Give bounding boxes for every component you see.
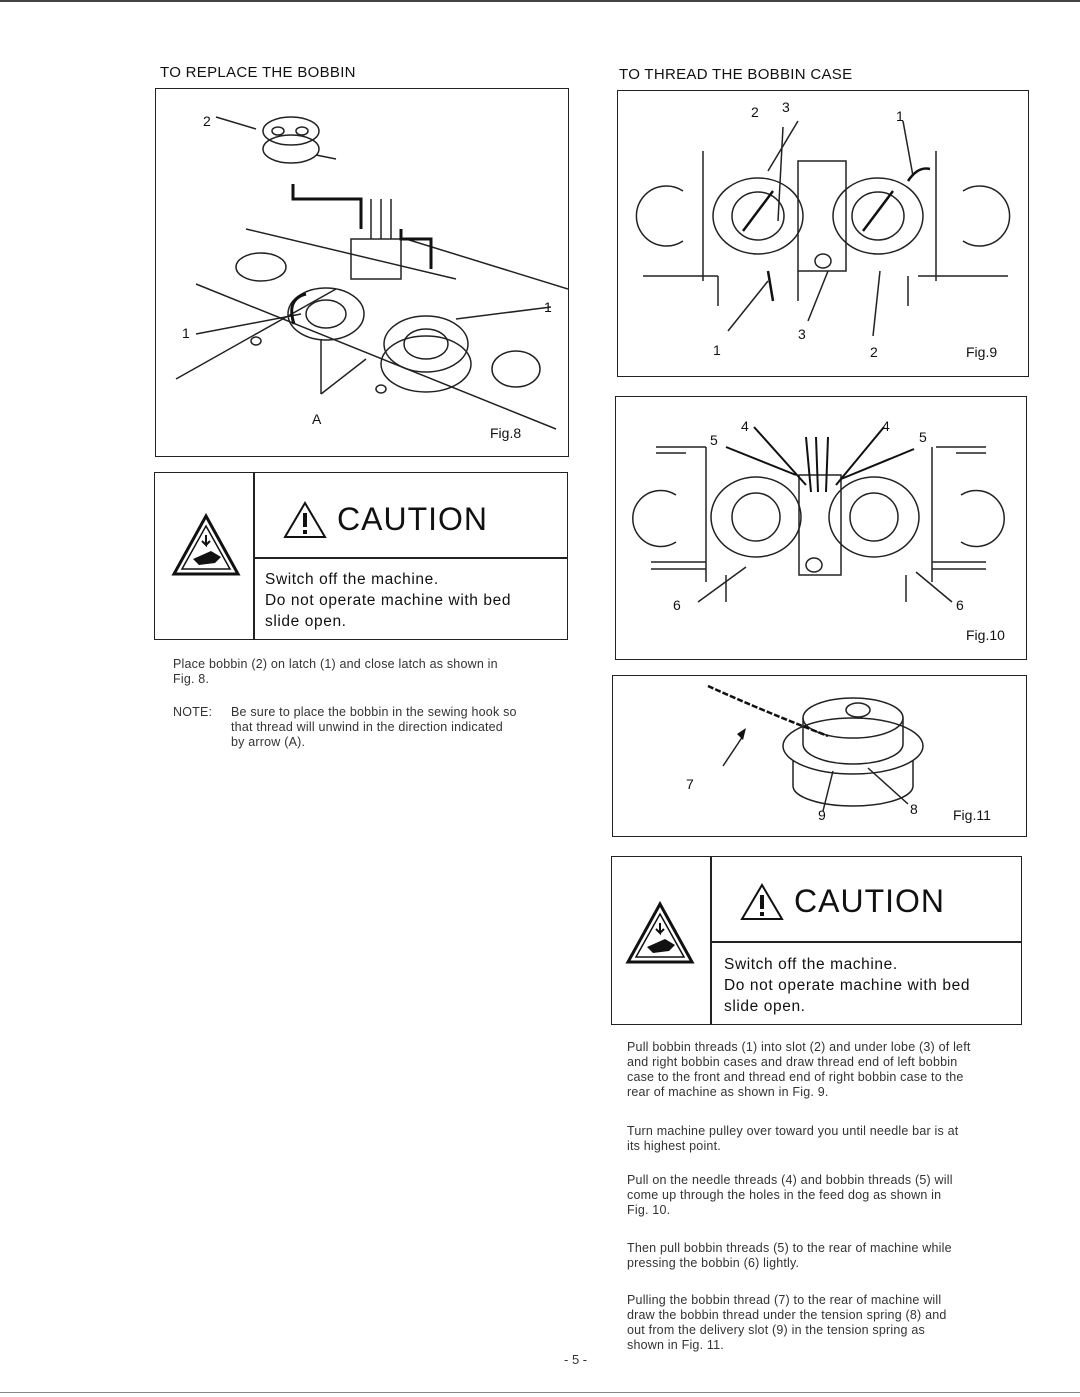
figure-11: 7 9 8 Fig.11 — [612, 675, 1027, 837]
caution-divider-v — [253, 473, 255, 639]
top-rule — [0, 0, 1080, 2]
fig10-callout-6-left: 6 — [673, 597, 681, 613]
paragraph-needle-threads-line-3: Fig. 10. — [627, 1203, 671, 1217]
page-number: - 5 - — [564, 1352, 588, 1367]
figure-9: 2 3 1 1 3 2 Fig.9 — [617, 90, 1029, 377]
fig10-callout-4-right: 4 — [882, 418, 890, 434]
paragraph-place-bobbin-line-2: Fig. 8. — [173, 672, 210, 686]
fig10-label: Fig.10 — [966, 627, 1005, 643]
caution-box-left: CAUTION Switch off the machine. Do not o… — [154, 472, 568, 640]
callout-2: 2 — [203, 113, 211, 129]
fig9-callout-1-bottom: 1 — [713, 342, 721, 358]
caution-title: CAUTION — [337, 501, 488, 537]
warning-triangle-icon — [283, 501, 327, 538]
bottom-rule — [0, 1392, 1080, 1393]
figure-10: 4 4 5 5 6 6 Fig.10 — [615, 396, 1027, 660]
paragraph-press-bobbin-line-1: Then pull bobbin threads (5) to the rear… — [627, 1241, 952, 1255]
callout-1-right: 1 — [544, 299, 552, 315]
fig9-callout-1-top: 1 — [896, 108, 904, 124]
figure-10-illustration — [632, 426, 1005, 603]
caution-box-right: CAUTION Switch off the machine. Do not o… — [611, 856, 1022, 1025]
paragraph-tension-spring-line-2: draw the bobbin thread under the tension… — [627, 1308, 947, 1322]
caution-divider-h — [253, 557, 567, 559]
fig9-callout-2-top: 2 — [751, 104, 759, 120]
fig9-callout-2-bottom: 2 — [870, 344, 878, 360]
note-line-1: Be sure to place the bobbin in the sewin… — [231, 705, 517, 719]
heading-replace-bobbin: TO REPLACE THE BOBBIN — [160, 64, 356, 81]
callout-A: A — [312, 411, 322, 427]
fig10-callout-5-left: 5 — [710, 432, 718, 448]
caution-line-2: Do not operate machine with bed — [265, 592, 512, 609]
fig11-callout-8: 8 — [910, 801, 918, 817]
paragraph-turn-pulley-line-1: Turn machine pulley over toward you unti… — [627, 1124, 959, 1138]
paragraph-turn-pulley-line-2: its highest point. — [627, 1139, 721, 1153]
fig10-callout-4-left: 4 — [741, 418, 749, 434]
figure-9-illustration — [635, 120, 1011, 337]
paragraph-pull-threads-line-3: case to the front and thread end of righ… — [627, 1070, 964, 1084]
fig11-callout-7: 7 — [686, 776, 694, 792]
note-line-3: by arrow (A). — [231, 735, 306, 749]
fig10-callout-6-right: 6 — [956, 597, 964, 613]
note-label: NOTE: — [173, 705, 213, 719]
fig11-callout-9: 9 — [818, 807, 826, 823]
caution-line-1: Switch off the machine. — [724, 956, 898, 973]
caution-line-3: slide open. — [724, 998, 806, 1015]
figure-8-illustration — [175, 116, 568, 430]
fig9-label: Fig.9 — [966, 344, 998, 360]
fig8-label: Fig.8 — [490, 425, 522, 441]
paragraph-tension-spring-line-1: Pulling the bobbin thread (7) to the rea… — [627, 1293, 942, 1307]
caution-line-3: slide open. — [265, 613, 347, 630]
hand-hazard-icon — [625, 901, 695, 964]
fig9-callout-3-bottom: 3 — [798, 326, 806, 342]
hand-hazard-icon — [171, 513, 241, 576]
heading-thread-bobbin-case: TO THREAD THE BOBBIN CASE — [619, 66, 853, 83]
paragraph-place-bobbin-line-1: Place bobbin (2) on latch (1) and close … — [173, 657, 498, 671]
caution-divider-v — [710, 857, 712, 1024]
fig11-label: Fig.11 — [953, 807, 991, 823]
fig9-callout-3-top: 3 — [782, 99, 790, 115]
caution-line-1: Switch off the machine. — [265, 571, 439, 588]
paragraph-tension-spring-line-4: shown in Fig. 11. — [627, 1338, 724, 1352]
caution-title: CAUTION — [794, 883, 945, 919]
paragraph-pull-threads-line-2: and right bobbin cases and draw thread e… — [627, 1055, 958, 1069]
note-line-2: that thread will unwind in the direction… — [231, 720, 503, 734]
paragraph-press-bobbin-line-2: pressing the bobbin (6) lightly. — [627, 1256, 800, 1270]
paragraph-pull-threads-line-1: Pull bobbin threads (1) into slot (2) an… — [627, 1040, 971, 1054]
paragraph-needle-threads-line-2: come up through the holes in the feed do… — [627, 1188, 942, 1202]
paragraph-pull-threads-line-4: rear of machine as shown in Fig. 9. — [627, 1085, 829, 1099]
paragraph-needle-threads-line-1: Pull on the needle threads (4) and bobbi… — [627, 1173, 953, 1187]
caution-divider-h — [710, 941, 1021, 943]
figure-11-illustration — [707, 684, 924, 812]
callout-1-left: 1 — [182, 325, 190, 341]
figure-8: 2 1 1 A Fig.8 — [155, 88, 569, 457]
warning-triangle-icon — [740, 883, 784, 920]
fig10-callout-5-right: 5 — [919, 429, 927, 445]
paragraph-tension-spring-line-3: out from the delivery slot (9) in the te… — [627, 1323, 925, 1337]
caution-line-2: Do not operate machine with bed — [724, 977, 971, 994]
